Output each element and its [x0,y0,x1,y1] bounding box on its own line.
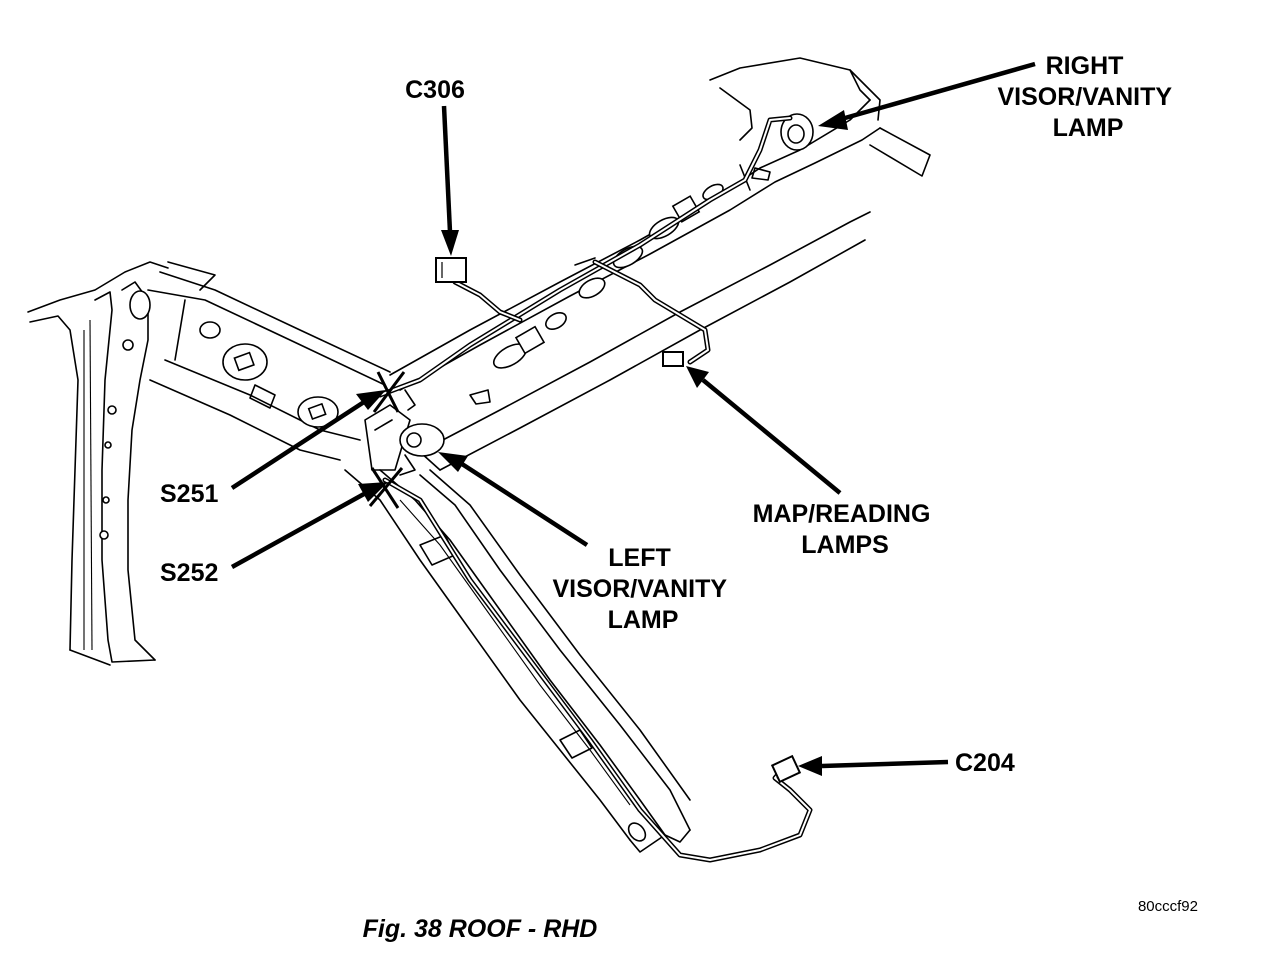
leader-arrow-left-lamp [438,452,589,547]
leader-arrow-map-lamps [686,366,842,495]
label-right-visor-lamp: RIGHT VISOR/VANITY LAMP [997,52,1178,142]
label-c306: C306 [405,76,465,104]
figure-caption: Fig. 38 ROOF - RHD [363,915,598,943]
leader-arrow-right-lamp [818,61,1036,130]
splice-marks [368,371,406,509]
connector-c306-body [435,257,467,283]
roof-bow [389,57,931,471]
right-visor-lamp [780,113,814,151]
connector-map-lamps-body [662,351,684,367]
connector-c204-body [770,754,802,784]
label-s252: S252 [160,559,218,587]
label-map-reading-lamps: MAP/READING LAMPS [753,500,938,559]
left-a-pillar [27,261,169,666]
leader-arrow-c204 [798,756,949,776]
leader-arrow-s251 [230,390,386,490]
front-header [147,261,391,461]
windshield-pillar [344,469,691,853]
leader-arrow-c306 [441,105,459,256]
left-visor-lamp-area [364,389,445,476]
label-c204: C204 [955,749,1015,777]
leader-arrow-s252 [230,482,388,569]
image-code: 80cccf92 [1138,898,1198,915]
wiring-harness [377,115,813,863]
label-left-visor-lamp: LEFT VISOR/VANITY LAMP [552,544,733,634]
label-s251: S251 [160,480,218,508]
